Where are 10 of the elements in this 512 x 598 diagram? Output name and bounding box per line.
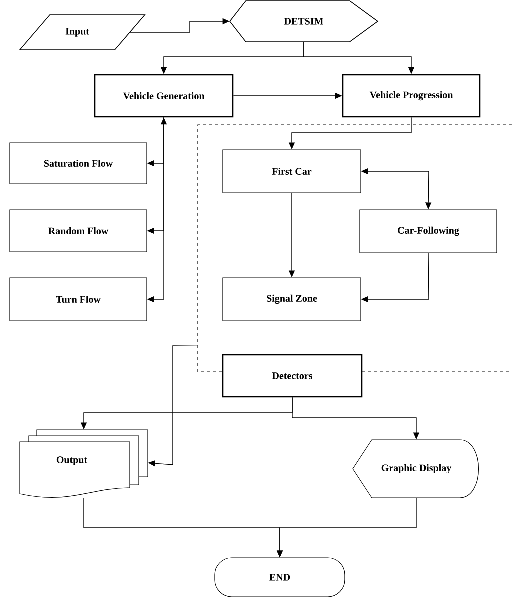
process-box: Turn Flow xyxy=(10,278,148,322)
process-box: First Car xyxy=(222,150,362,194)
dashed-region xyxy=(198,124,512,372)
process-box: Detectors xyxy=(222,354,363,398)
process-box: Vehicle Progression xyxy=(342,74,481,118)
process-box: Saturation Flow xyxy=(10,142,148,184)
process-box: Signal Zone xyxy=(222,278,362,322)
process-box: Vehicle Generation xyxy=(94,74,234,118)
process-box: Random Flow xyxy=(10,210,148,252)
process-box: Car-Following xyxy=(360,210,498,254)
